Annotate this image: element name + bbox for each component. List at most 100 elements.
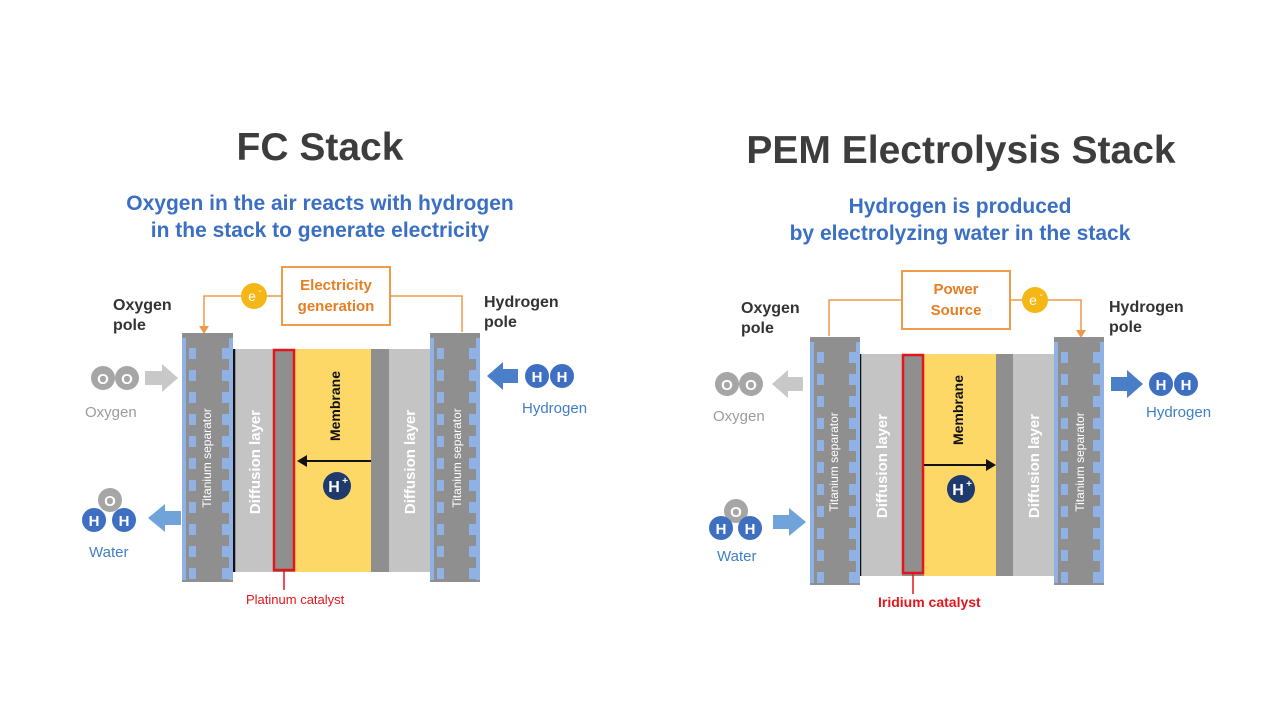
fc-water-hydrogen-2-label: H [119,513,130,530]
pem-left-sep-channel-notch-left-2 [817,396,824,407]
fc-left-sep-channel-notch-right-4 [222,436,229,447]
fc-left-sep-channel-notch-right-1 [222,370,229,381]
pem-oxygen-pole-line1: Oxygen [741,300,800,317]
fc-right-sep-channel-strip-outer-right [476,338,480,580]
fc-hydrogen-pole-label: Hydrogen pole [484,293,559,333]
pem-stack-diagram: Titanium separator Titanium separator Di… [709,287,1198,594]
fc-left-sep-channel-notch-left-7 [189,502,196,513]
fc-right-diffusion-label: Diffusion layer [402,410,419,514]
fc-right-sep-channel-notch-right-7 [469,502,476,513]
pem-proton-charge: + [966,479,972,490]
pem-right-sep-channel-notch-left-6 [1061,484,1068,495]
fc-hydrogen-label: Hydrogen [522,400,588,417]
pem-right-sep-channel-strip-outer-right [1100,342,1104,583]
fc-hydrogen-atom-2-label: H [557,369,568,386]
pem-right-sep-channel-notch-left-5 [1061,462,1068,473]
pem-left-separator-label: Titanium separator [827,412,841,512]
fc-subtitle: Oxygen in the air reacts with hydrogen i… [0,190,640,244]
pem-right-diffusion-layer [1013,354,1054,576]
pem-left-sep-channel-notch-left-5 [817,462,824,473]
fc-right-diffusion-layer [389,349,430,572]
fc-left-sep-channel-notch-right-5 [222,458,229,469]
fc-left-sep-channel-strip-outer-left [182,338,186,580]
pem-right-sep-channel-notch-left-8 [1061,528,1068,539]
pem-subtitle: Hydrogen is produced by electrolyzing wa… [640,193,1280,247]
pem-stack-panel: PEM Electrolysis Stack Hydrogen is produ… [640,0,1280,720]
pem-box-line2: Source [930,302,982,319]
pem-water-hydrogen-atom-2 [738,516,762,540]
fc-right-sep-channel-notch-left-5 [437,458,444,469]
pem-left-sep-channel-notch-left-3 [817,418,824,429]
fc-oxygen-atom-2-label: O [121,371,133,388]
pem-hydrogen-pole-label: Hydrogen pole [1109,298,1184,338]
fc-left-sep-channel-notch-right-6 [222,480,229,491]
pem-hydrogen-atom-1 [1149,372,1173,396]
pem-electron-icon [1022,287,1048,313]
pem-water-label: Water [717,548,757,565]
fc-proton-icon [323,472,351,500]
pem-anode-catalyst-fill [902,354,924,576]
fc-proton-arrowhead [297,455,307,467]
fc-oxygen-pole-label: Oxygen pole [113,296,172,336]
fc-left-sep-channel-notch-left-4 [189,436,196,447]
pem-right-diffusion-label: Diffusion layer [1026,414,1043,518]
fc-catalyst-label: Platinum catalyst [246,592,345,607]
fc-water-hydrogen-1-label: H [89,513,100,530]
pem-oxygen-atom-1-label: O [721,377,733,394]
fc-left-diffusion-label: Diffusion layer [247,410,264,514]
pem-right-sep-channel-notch-right-5 [1093,462,1100,473]
fc-hydrogen-atom-1 [525,364,549,388]
pem-circuit-wire-left [828,299,902,336]
pem-right-sep-channel-notch-right-10 [1093,572,1100,583]
pem-right-sep-channel-strip-outer-left [1054,342,1058,583]
pem-hydrogen-atom-2 [1174,372,1198,396]
fc-right-sep-channel-notch-right-4 [469,436,476,447]
fc-right-sep-channel-notch-left-7 [437,502,444,513]
fc-right-sep-channel-notch-left-2 [437,392,444,403]
fc-left-sep-channel-notch-left-2 [189,392,196,403]
fc-left-separator-label: Titanium separator [200,408,214,508]
fc-left-sep-channel-notch-right-0 [222,348,229,359]
pem-left-sep-channel-notch-right-6 [849,484,856,495]
fc-right-separator-label: Titanium separator [450,408,464,508]
fc-left-sep-channel-notch-right-7 [222,502,229,513]
pem-hydrogen-pole-line1: Hydrogen [1109,299,1184,316]
fc-water-out-arrow [148,504,181,532]
fc-hydrogen-atom-2 [550,364,574,388]
fc-separator-channels [182,338,480,580]
pem-hydrogen-atom-1-label: H [1156,377,1167,394]
fc-right-sep-channel-notch-left-4 [437,436,444,447]
pem-water-hydrogen-atom-1 [709,516,733,540]
pem-electron-charge: - [1039,290,1042,301]
fc-cathode-catalyst-fill [273,349,295,572]
pem-hydrogen-atom-2-label: H [1181,377,1192,394]
fc-stack-diagram: Titanium separator Titanium separator Di… [82,283,574,590]
pem-separator-channels [810,342,1104,583]
fc-left-sep-channel-notch-right-9 [222,546,229,557]
pem-left-sep-channel-notch-right-4 [849,440,856,451]
fc-left-sep-channel-notch-left-0 [189,348,196,359]
fc-stack-panel: FC Stack Oxygen in the air reacts with h… [0,126,640,607]
fc-oxygen-pole-line1: Oxygen [113,297,172,314]
pem-water-in-arrow [773,508,806,536]
pem-left-sep-channel-notch-right-7 [849,506,856,517]
fc-oxygen-in-arrow [145,364,178,392]
fc-left-diffusion-layer [235,349,273,572]
pem-right-sep-channel-notch-right-1 [1093,374,1100,385]
pem-right-sep-channel-notch-left-3 [1061,418,1068,429]
fc-oxygen-atom-2 [115,366,139,390]
pem-proton-icon [947,475,975,503]
pem-water-hydrogen-1-label: H [716,521,727,538]
fc-box-line2: generation [297,298,375,315]
fc-hydrogen-pole-line1: Hydrogen [484,294,559,311]
pem-electron-symbol: e [1029,292,1037,308]
pem-water-oxygen-label: O [730,504,742,521]
fc-water-oxygen-atom [98,488,122,512]
pem-right-sep-channel-notch-right-0 [1093,352,1100,363]
pem-left-sep-channel-strip-outer-right [856,342,860,583]
fc-subtitle-line2: in the stack to generate electricity [150,219,490,242]
fc-title: FC Stack [236,126,404,169]
pem-water-hydrogen-2-label: H [745,521,756,538]
fc-proton-symbol: H [328,479,340,496]
fc-right-sep-channel-notch-left-6 [437,480,444,491]
